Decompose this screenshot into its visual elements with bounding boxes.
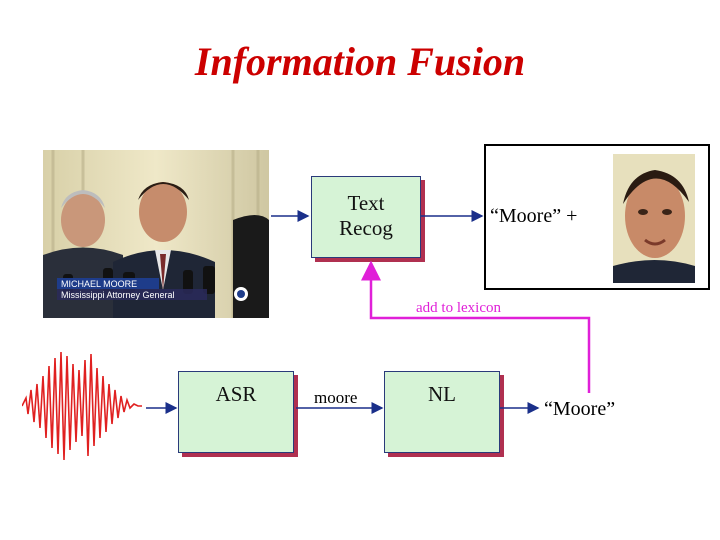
news-caption-role: Mississippi Attorney General: [61, 290, 175, 300]
moore-plus-label: “Moore” +: [490, 205, 578, 227]
lexicon-feedback-line: [361, 260, 591, 393]
text-recog-box: Text Recog: [311, 176, 421, 258]
nl-label: NL: [428, 382, 456, 406]
asr-box: ASR: [178, 371, 294, 453]
asr-label: ASR: [215, 382, 257, 406]
add-to-lexicon-label: add to lexicon: [416, 300, 501, 316]
text-recog-label: Text Recog: [339, 191, 393, 240]
moore-transcript-label: moore: [314, 388, 358, 407]
news-caption-name: MICHAEL MOORE: [61, 279, 137, 289]
face-crop-image: [613, 154, 695, 283]
moore-output-label: “Moore”: [544, 398, 616, 420]
audio-waveform: [21, 346, 142, 466]
slide-title: Information Fusion: [194, 39, 526, 84]
news-video-frame: MICHAEL MOORE Mississippi Attorney Gener…: [43, 150, 269, 318]
nl-box: NL: [384, 371, 500, 453]
